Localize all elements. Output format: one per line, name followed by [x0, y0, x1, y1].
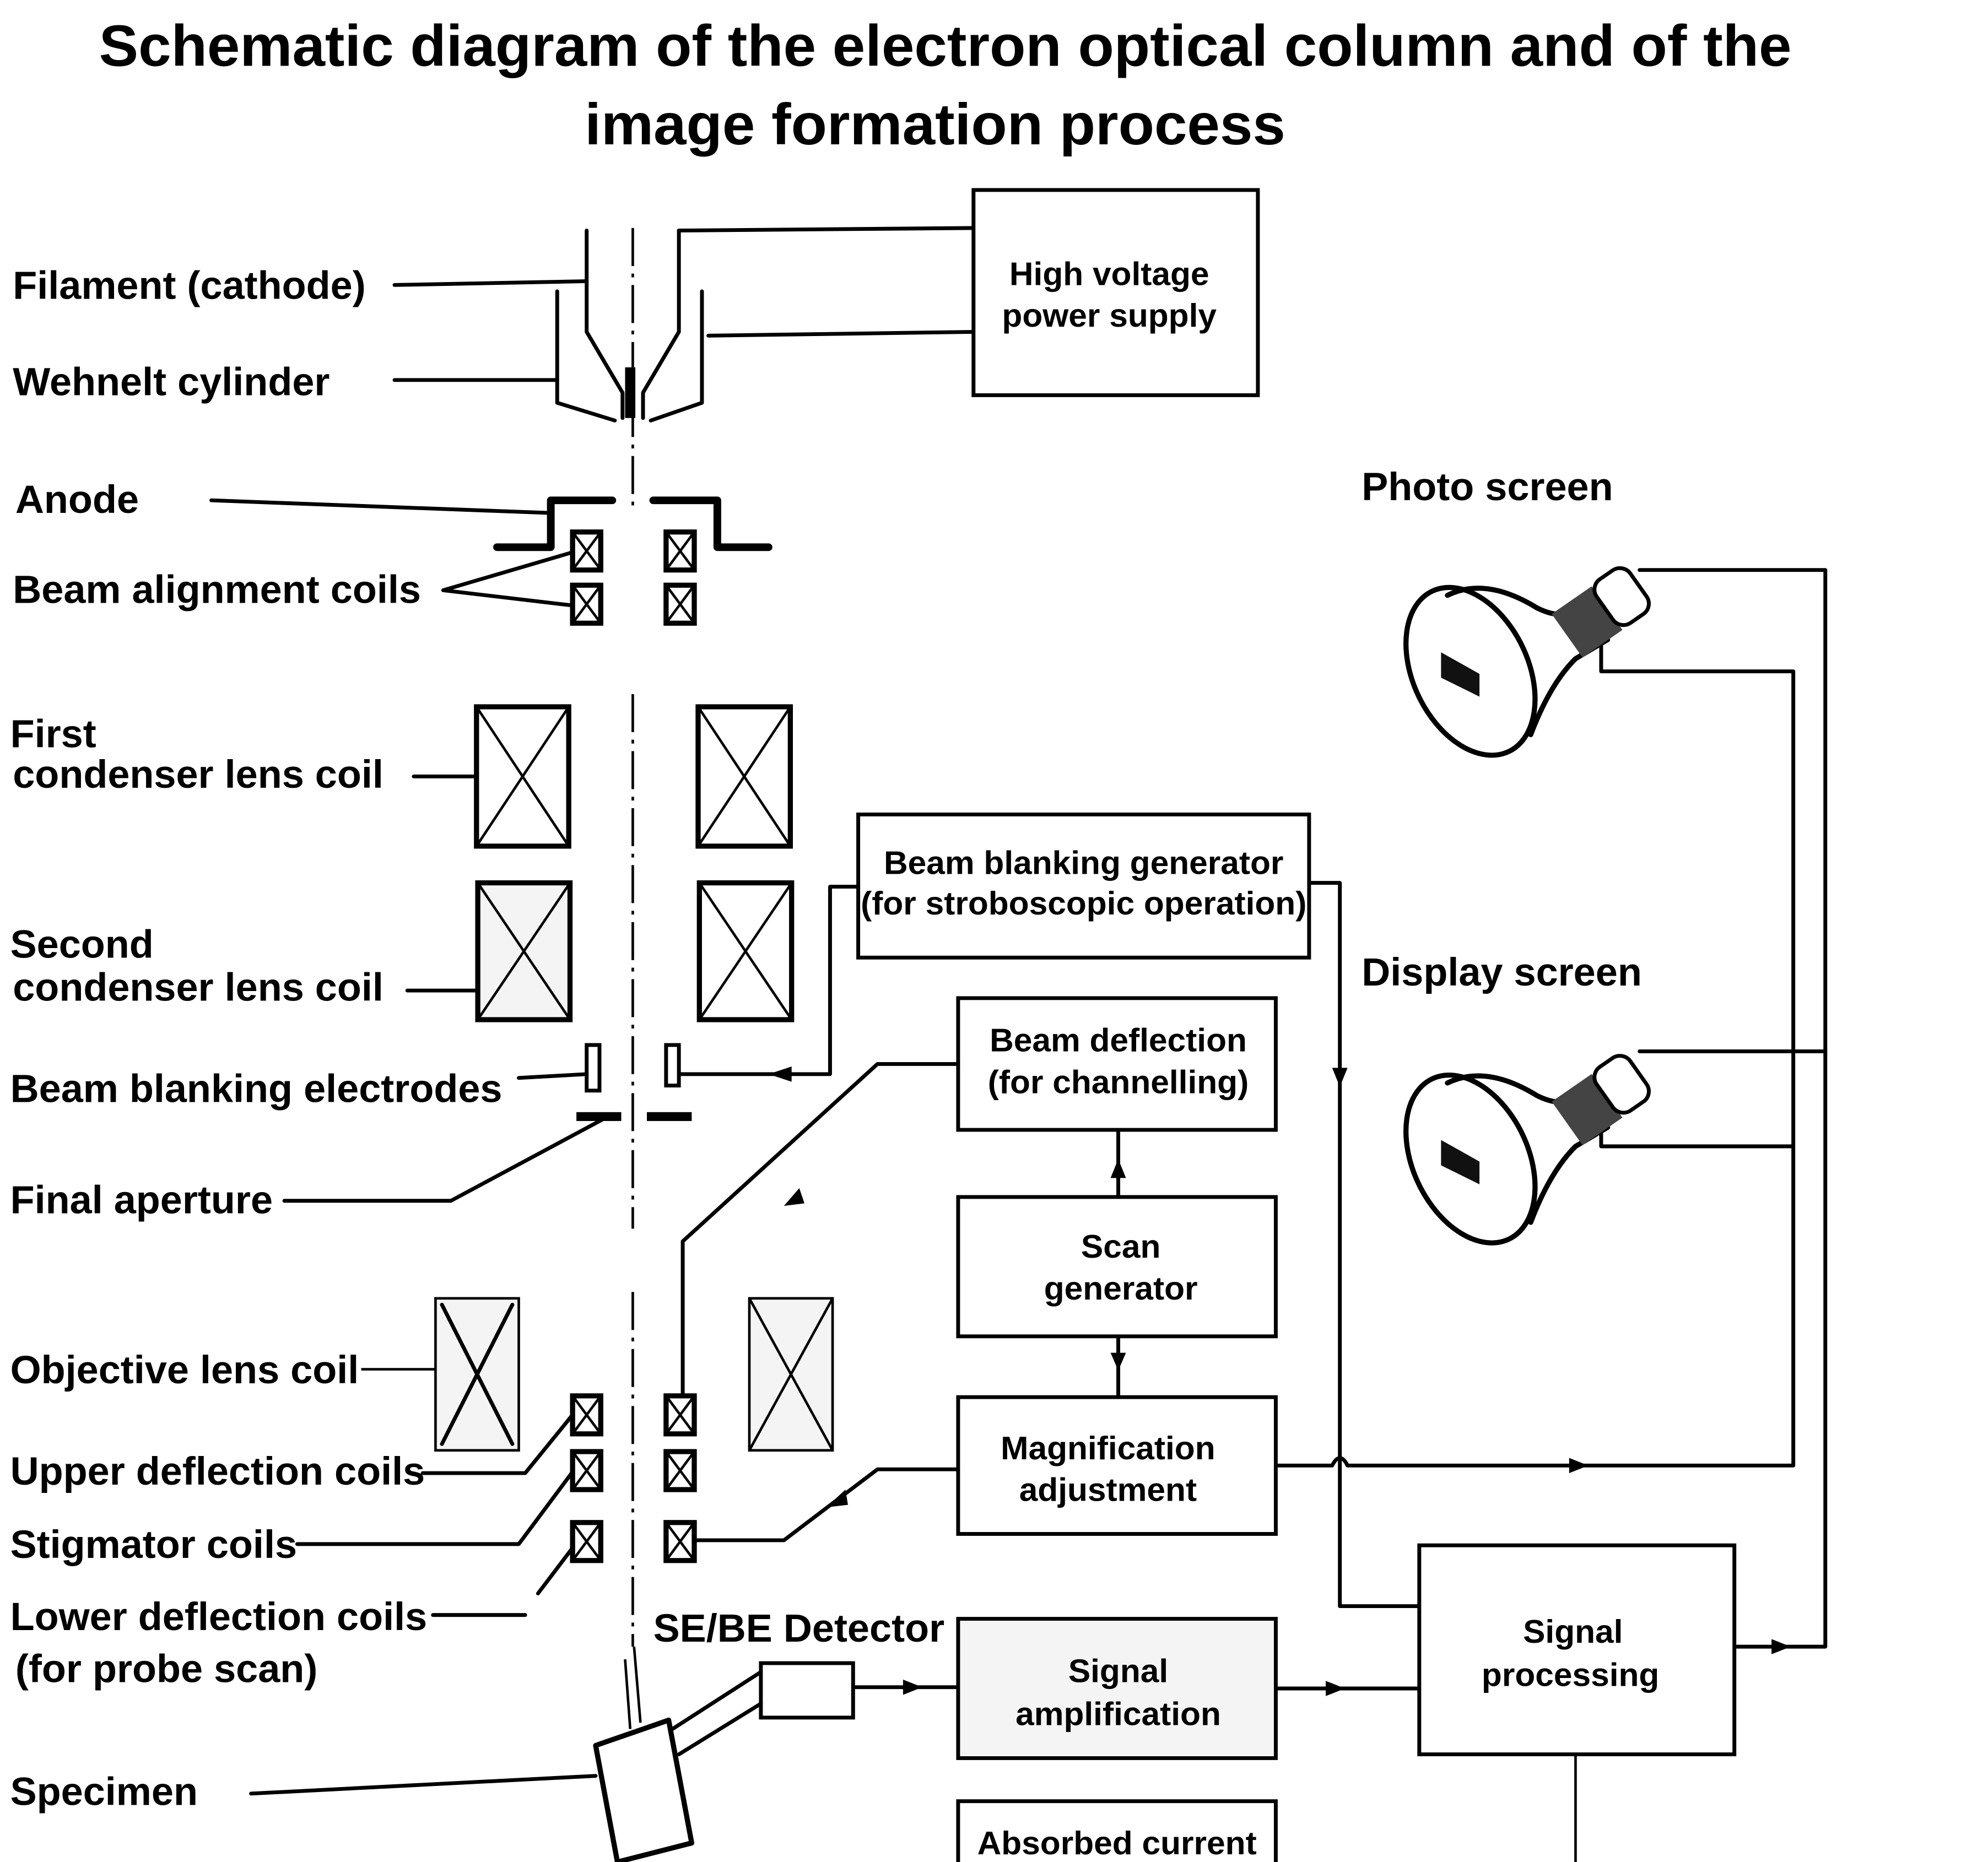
beam-blanking-generator-label-2: (for stroboscopic operation) [861, 885, 1306, 922]
deflection-connection [680, 1062, 960, 1395]
label-lower-deflection-coils-2: (for probe scan) [15, 1647, 317, 1691]
coil-icon [570, 1449, 603, 1492]
label-objective-lens-coil: Objective lens coil [10, 1348, 359, 1392]
label-first-condenser-2: condenser lens coil [13, 753, 383, 797]
magnification-adjustment-block[interactable]: Magnification adjustment [956, 1395, 1278, 1536]
arrow-head [768, 1067, 792, 1082]
label-lower-deflection-coils-1: Lower deflection coils [10, 1595, 428, 1639]
magnification-label-1: Magnification [1001, 1430, 1215, 1466]
beam-deflection-label-2: (for channelling) [988, 1064, 1249, 1101]
magnification-to-screens [1273, 619, 1796, 1468]
second-condenser-lens [475, 880, 795, 1022]
objective-lens [434, 1297, 834, 1452]
signal-processing-block[interactable]: Signal processing [1417, 1543, 1737, 1757]
coil-icon [570, 1393, 603, 1437]
beam-blanking-generator-label-1: Beam blanking generator [884, 845, 1283, 881]
diagram-title-line1: Schematic diagram of the electron optica… [99, 13, 1792, 78]
processing-to-screens [1638, 568, 1828, 1649]
signal-processing-label-2: processing [1482, 1657, 1659, 1693]
label-specimen: Specimen [10, 1770, 198, 1814]
signal-processing-label-1: Signal [1523, 1614, 1623, 1650]
absorbed-current-block[interactable]: Absorbed current [956, 1799, 1278, 1862]
label-upper-deflection-coils: Upper deflection coils [10, 1449, 425, 1493]
coil-icon [663, 529, 697, 573]
coil-icon [570, 529, 603, 573]
arrow-head [1326, 1681, 1345, 1696]
signal-amplification-label-2: amplification [1015, 1696, 1221, 1733]
arrow-head [1771, 1639, 1791, 1654]
arrow-head [1110, 1159, 1126, 1178]
signal-amplification-label-1: Signal [1068, 1653, 1168, 1690]
magnification-label-2: adjustment [1019, 1471, 1197, 1508]
beam-blanking-generator-block[interactable]: Beam blanking generator (for stroboscopi… [856, 813, 1311, 960]
coil-icon [663, 1393, 697, 1437]
blanking-connection [677, 885, 861, 1076]
arrow-head [826, 1490, 848, 1508]
label-second-condenser-1: Second [10, 923, 154, 967]
electron-gun [555, 229, 704, 423]
magnification-to-display [1599, 1106, 1796, 1149]
arrow-head [1569, 1458, 1589, 1474]
beam-alignment-coils [570, 529, 697, 626]
final-aperture [576, 1112, 692, 1121]
hv-supply-label-2: power supply [1002, 297, 1217, 334]
display-screen-crt-icon [1403, 1054, 1651, 1246]
beam-deflection-block[interactable]: Beam deflection (for channelling) [956, 996, 1278, 1132]
label-beam-alignment-coils: Beam alignment coils [13, 568, 421, 612]
coil-icon [570, 582, 603, 626]
label-stigmator-coils: Stigmator coils [10, 1523, 297, 1567]
deflection-stigmator-coils [570, 1393, 697, 1563]
signal-amplification-block[interactable]: Signal amplification [956, 1617, 1278, 1760]
hv-wire-wehnelt [706, 329, 976, 338]
coil-icon [663, 1520, 697, 1563]
leader-lines [209, 279, 604, 1796]
anode [493, 496, 772, 551]
beam-blanking-electrodes [585, 1043, 681, 1093]
coil-icon [663, 1449, 697, 1492]
coil-icon [570, 1520, 603, 1563]
label-beam-blanking-electrodes: Beam blanking electrodes [10, 1067, 503, 1111]
blanking-to-processing [1307, 881, 1422, 1608]
label-photo-screen: Photo screen [1362, 466, 1613, 510]
label-first-condenser-1: First [10, 712, 96, 756]
label-anode: Anode [15, 478, 139, 522]
scan-generator-label-1: Scan [1081, 1228, 1160, 1265]
diagram-title-line2: image formation process [585, 92, 1285, 157]
scan-generator-block[interactable]: Scan generator [956, 1195, 1278, 1339]
column-labels: Filament (cathode) Wehnelt cylinder Anod… [10, 264, 945, 1814]
arrow-head [1332, 1068, 1348, 1087]
photo-screen-crt-icon [1403, 566, 1651, 758]
se-be-detector [671, 1661, 855, 1757]
coil-icon [663, 582, 697, 626]
beam-deflection-label-1: Beam deflection [990, 1022, 1247, 1059]
first-condenser-lens [474, 704, 793, 849]
label-filament: Filament (cathode) [13, 264, 365, 308]
specimen [593, 1646, 695, 1862]
hv-supply-block[interactable]: High voltage power supply [971, 188, 1260, 397]
arrow-head [1110, 1352, 1126, 1371]
label-second-condenser-2: condenser lens coil [13, 966, 383, 1010]
hv-wire-filament [677, 226, 976, 232]
arrow-head [784, 1188, 804, 1206]
label-final-aperture: Final aperture [10, 1178, 273, 1222]
scan-generator-label-2: generator [1044, 1270, 1198, 1307]
absorbed-current-label: Absorbed current [977, 1825, 1257, 1862]
label-display-screen: Display screen [1362, 950, 1642, 994]
label-detector: SE/BE Detector [653, 1606, 945, 1650]
magnification-to-coils [692, 1467, 960, 1542]
filament-tip [625, 367, 636, 418]
hv-supply-label-1: High voltage [1009, 256, 1209, 293]
arrow-head [903, 1679, 922, 1695]
label-wehnelt: Wehnelt cylinder [13, 360, 329, 404]
